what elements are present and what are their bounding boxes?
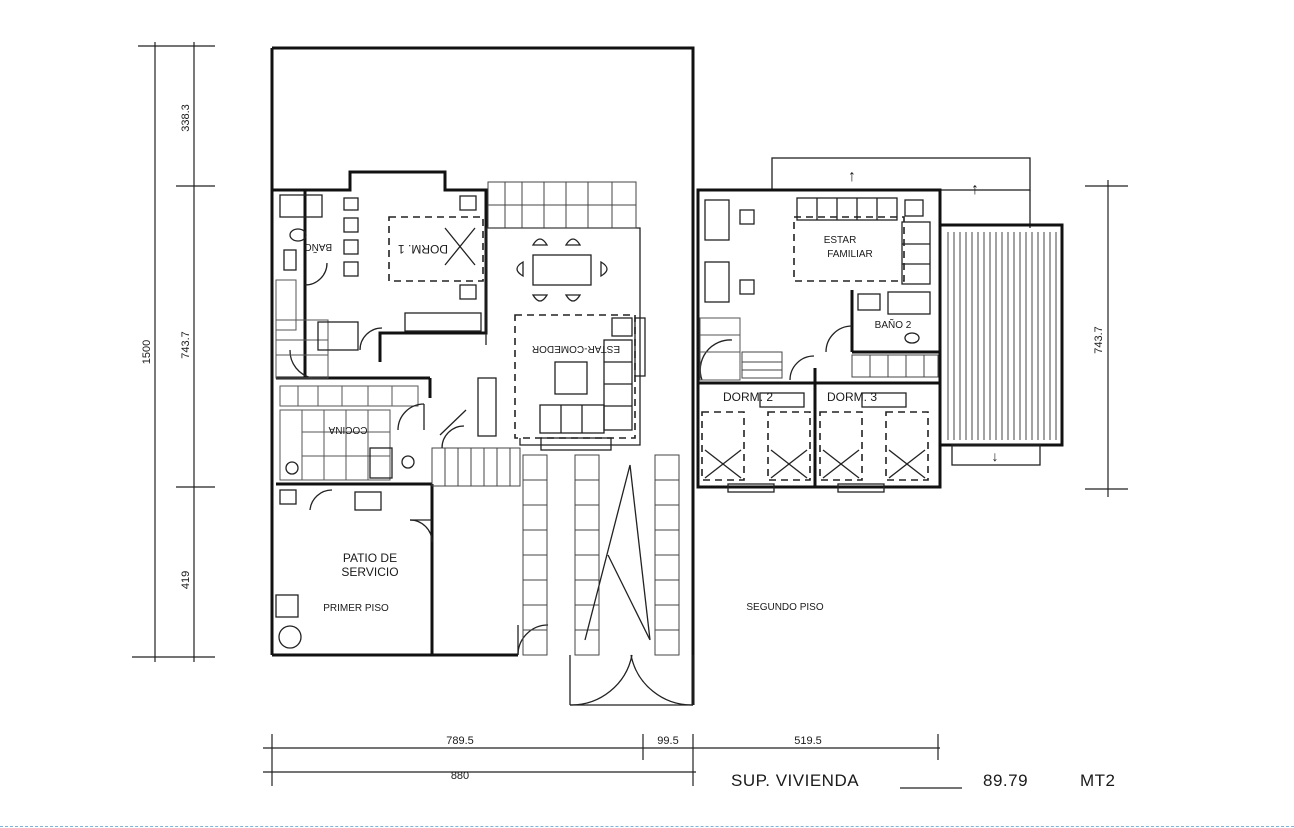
terrace-tiles <box>487 181 637 229</box>
label-dorm3: DORM. 3 <box>827 390 877 404</box>
right-dimensions: 743.7 <box>1085 180 1128 497</box>
dim-bottom-total: 880 <box>451 770 469 782</box>
dim-bottom-b: 99.5 <box>657 735 678 747</box>
bottom-dimensions: 789.5 99.5 519.5 880 <box>263 734 940 786</box>
dim-right-middle: 743.7 <box>1093 326 1105 354</box>
label-bano2: BAÑO 2 <box>875 318 912 331</box>
dim-total-height: 1500 <box>141 340 153 364</box>
bottom-border <box>0 826 1294 827</box>
label-dorm1: DORM. 1 <box>398 242 448 256</box>
dim-middle-segment: 743.7 <box>180 331 192 359</box>
driveway <box>522 454 680 656</box>
label-dorm2: DORM. 2 <box>723 390 773 404</box>
down-arrow: ↓ <box>992 448 999 464</box>
dim-top-segment: 338.3 <box>180 104 192 132</box>
label-patio-2: SERVICIO <box>341 565 398 579</box>
up-arrow-1: ↑ <box>848 168 856 185</box>
steps-service <box>431 425 521 487</box>
balcony-deck: ↓ <box>938 223 1064 466</box>
dining-set <box>516 238 608 302</box>
label-first-floor: PRIMER PISO <box>323 603 389 614</box>
left-dimensions: 1500 338.3 743.7 419 <box>132 42 215 662</box>
dim-bottom-segment: 419 <box>180 571 192 589</box>
up-arrow-2: ↑ <box>971 181 979 198</box>
label-estar-1: ESTAR <box>824 235 857 246</box>
label-estar-2: FAMILIAR <box>827 249 873 260</box>
label-estar-comedor: ESTAR-COMEDOR <box>532 343 620 354</box>
first-floor <box>270 46 695 706</box>
dim-bottom-a: 789.5 <box>446 735 474 747</box>
label-bano1: BAÑO <box>304 241 333 254</box>
area-note: SUP. VIVIENDA 89.79 MT2 <box>731 771 1116 790</box>
label-cocina: COCINA <box>328 424 367 435</box>
second-floor: ↑ ↑ <box>696 157 1064 493</box>
stairs-second <box>699 317 815 381</box>
room-labels: DORM. 1 BAÑO ESTAR-COMEDOR COCINA PATIO … <box>304 235 912 614</box>
area-value: 89.79 <box>983 771 1028 790</box>
dim-bottom-c: 519.5 <box>794 735 822 747</box>
label-patio-1: PATIO DE <box>343 551 397 565</box>
area-unit: MT2 <box>1080 771 1116 790</box>
area-label: SUP. VIVIENDA <box>731 771 859 790</box>
kitchen-fixtures <box>279 385 425 481</box>
stairs-first <box>275 319 383 379</box>
label-second-floor: SEGUNDO PISO <box>746 602 823 613</box>
